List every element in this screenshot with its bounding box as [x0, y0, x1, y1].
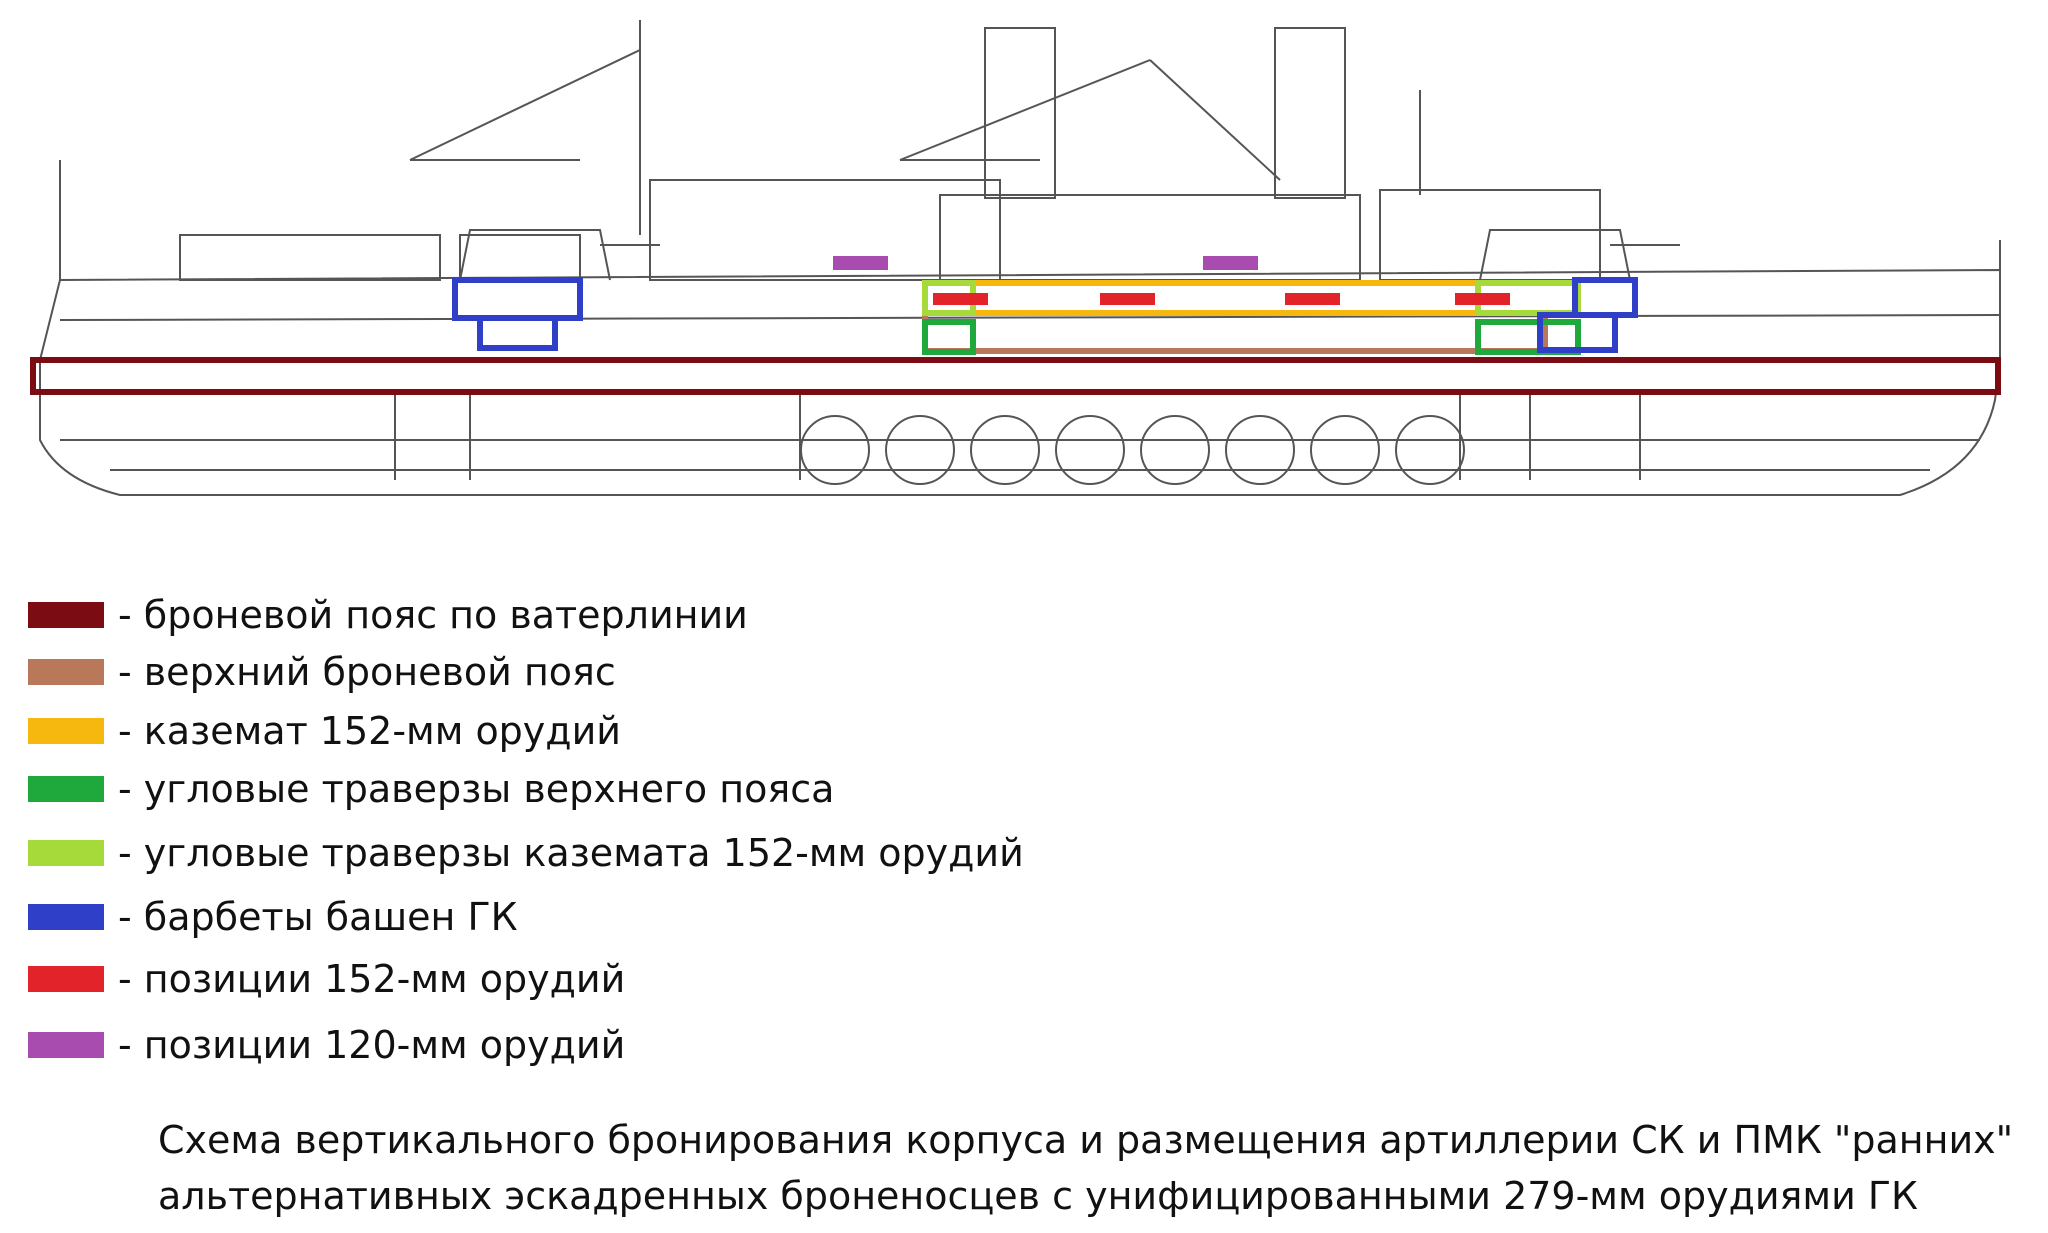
gun-positions — [833, 256, 1510, 305]
legend-label: - верхний броневой пояс — [118, 650, 616, 694]
legend-item-152mm-positions: - позиции 152-мм орудий — [28, 957, 626, 1001]
legend-swatch — [28, 904, 104, 930]
legend-swatch — [28, 776, 104, 802]
legend-item-upper-belt: - верхний броневой пояс — [28, 650, 616, 694]
legend-swatch — [28, 966, 104, 992]
diagram-caption: Схема вертикального бронирования корпуса… — [158, 1112, 2014, 1224]
legend-swatch — [28, 1032, 104, 1058]
caption-line-1: Схема вертикального бронирования корпуса… — [158, 1118, 2014, 1162]
legend-label: - броневой пояс по ватерлинии — [118, 593, 748, 637]
legend-item-barbettes: - барбеты башен ГК — [28, 895, 518, 939]
gun-120mm-position — [833, 256, 888, 270]
legend-swatch — [28, 659, 104, 685]
gun-152mm-position — [1285, 293, 1340, 305]
legend-swatch — [28, 602, 104, 628]
barbette-fore-lower — [477, 315, 558, 351]
caption-line-2: альтернативных эскадренных броненосцев с… — [158, 1174, 1919, 1218]
waterline-belt — [30, 357, 2001, 395]
legend-item-casemate: - каземат 152-мм орудий — [28, 709, 621, 753]
upper-belt — [922, 310, 1548, 354]
gun-152mm-position — [1100, 293, 1155, 305]
barbette-aft-upper — [1572, 277, 1638, 318]
upper-belt-bulkhead-fore — [922, 319, 976, 355]
legend-label: - каземат 152-мм орудий — [118, 709, 621, 753]
ship-armor-diagram — [30, 20, 2002, 496]
legend-swatch — [28, 840, 104, 866]
legend-label: - угловые траверзы верхнего пояса — [118, 767, 835, 811]
legend-item-upper-belt-bulkheads: - угловые траверзы верхнего пояса — [28, 767, 835, 811]
legend-label: - позиции 152-мм орудий — [118, 957, 626, 1001]
barbette-aft-lower — [1537, 312, 1618, 353]
gun-152mm-position — [933, 293, 988, 305]
legend-swatch — [28, 718, 104, 744]
gun-152mm-position — [1455, 293, 1510, 305]
upper-belt-bulkhead-aft — [1475, 319, 1581, 355]
legend-label: - угловые траверзы каземата 152-мм оруди… — [118, 831, 1024, 875]
legend-item-casemate-bulkheads: - угловые траверзы каземата 152-мм оруди… — [28, 831, 1024, 875]
legend-label: - барбеты башен ГК — [118, 895, 518, 939]
gun-120mm-position — [1203, 256, 1258, 270]
barbette-fore-upper — [452, 277, 583, 321]
ship-hull-outline — [38, 20, 2002, 496]
legend-item-120mm-positions: - позиции 120-мм орудий — [28, 1023, 626, 1067]
legend-label: - позиции 120-мм орудий — [118, 1023, 626, 1067]
legend-item-waterline-belt: - броневой пояс по ватерлинии — [28, 593, 748, 637]
armor-overlay — [30, 277, 2001, 395]
